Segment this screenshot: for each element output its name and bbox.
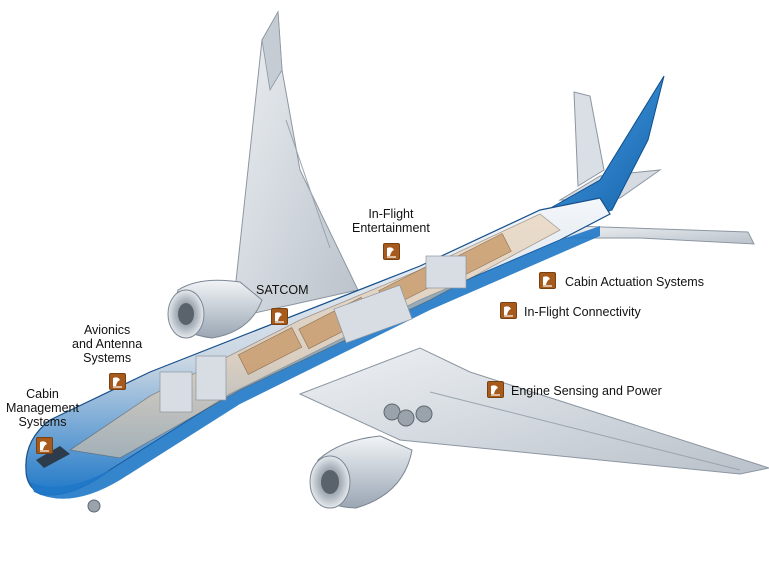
far-engine xyxy=(167,279,263,339)
avionics-antenna-badge xyxy=(109,373,126,390)
flight-systems-icon xyxy=(113,377,122,388)
satcom-label: SATCOM xyxy=(256,283,309,297)
landing-gear xyxy=(87,403,433,513)
cabin-actuation-label: Cabin Actuation Systems xyxy=(565,275,704,289)
avionics-antenna-label: Avionics and Antenna Systems xyxy=(72,323,143,365)
engine-sensing-power-badge xyxy=(487,381,504,398)
flight-systems-icon xyxy=(543,276,552,287)
flight-systems-icon xyxy=(387,247,396,258)
flight-systems-icon xyxy=(504,306,513,317)
engine-sensing-power-label: Engine Sensing and Power xyxy=(511,384,662,398)
in-flight-connectivity-badge xyxy=(500,302,517,319)
cabin-actuation-badge xyxy=(539,272,556,289)
near-wing xyxy=(298,347,769,475)
flight-systems-icon xyxy=(275,312,284,323)
in-flight-entertainment-badge xyxy=(383,243,400,260)
near-engine xyxy=(309,435,413,509)
far-wing xyxy=(231,10,359,319)
flight-systems-icon xyxy=(40,441,49,452)
cabin-management-badge xyxy=(36,437,53,454)
in-flight-entertainment-label: In-Flight Entertainment xyxy=(352,207,430,235)
satcom-badge xyxy=(271,308,288,325)
in-flight-connectivity-label: In-Flight Connectivity xyxy=(524,305,641,319)
flight-systems-icon xyxy=(491,385,500,396)
cabin-management-label: Cabin Management Systems xyxy=(6,387,79,429)
